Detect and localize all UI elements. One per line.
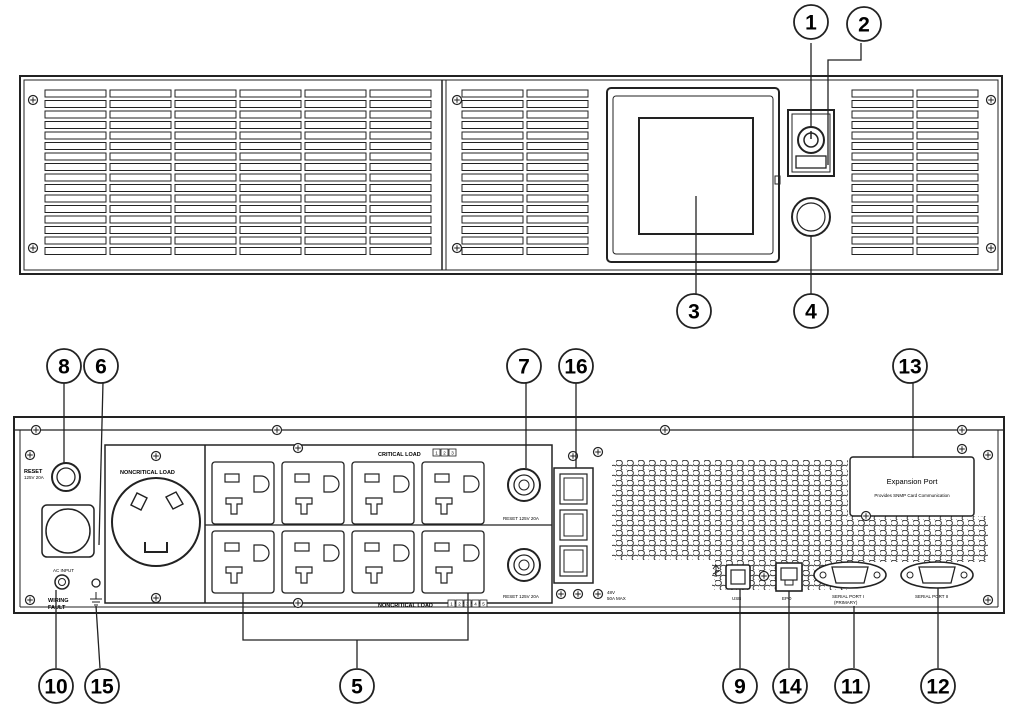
outlet-number-box [432, 448, 441, 457]
callout-11-circle [834, 668, 870, 704]
expansion-port: Expansion Port Provides SNMP Card Commun… [849, 456, 975, 517]
front-vent-left [44, 89, 432, 255]
outlet-critical-4 [421, 461, 485, 525]
callout-6-circle [83, 348, 119, 384]
callout-3-circle [676, 293, 712, 329]
rear-panel: RESET 125V 20A AC INPUT WIRING FAULT NON… [13, 416, 1005, 614]
callout-2-circle [846, 6, 882, 42]
dc-voltage-label: 48V [607, 590, 615, 595]
reset-left-rating: 125V 20A [24, 475, 44, 480]
outlet-number-box [447, 599, 456, 608]
front-panel [19, 75, 1003, 275]
callout-5: 5 [351, 676, 363, 699]
wiring-label: WIRING [48, 598, 68, 604]
power-button[interactable] [797, 126, 825, 154]
wiring-fault-led [54, 574, 70, 590]
serial-port-1-label: SERIAL PORT I [832, 594, 864, 599]
outlet-number: 3 [451, 451, 454, 456]
outlet-number-box [440, 448, 449, 457]
callout-12: 12 [926, 676, 949, 699]
usb-label: USB [732, 596, 741, 601]
callout-15-circle [84, 668, 120, 704]
outlet-critical-3 [351, 461, 415, 525]
callout-4: 4 [805, 301, 817, 324]
epo-label: EPO [782, 596, 792, 601]
outlet-noncritical-2 [281, 530, 345, 594]
callout-13-circle [892, 348, 928, 384]
input-breaker[interactable] [51, 462, 81, 492]
callout-1-circle [793, 4, 829, 40]
usb-icon [712, 564, 720, 577]
callout-13: 13 [898, 356, 921, 379]
expansion-port-sub: Provides SNMP Card Communication [874, 493, 950, 498]
callout-14-circle [772, 668, 808, 704]
outlet-number-box [471, 599, 480, 608]
leader-lines [55, 43, 939, 669]
reset-breaker-top-label: RESET 125V 20A [503, 516, 539, 521]
battery-connector [553, 467, 594, 584]
callout-14: 14 [778, 676, 802, 699]
ground-screw [91, 578, 101, 588]
callout-1: 1 [805, 12, 817, 35]
callout-3: 3 [688, 301, 700, 324]
outlet-breaker-bottom[interactable] [507, 548, 541, 582]
outlet-number: 2 [443, 451, 446, 456]
callout-10: 10 [44, 676, 67, 699]
callout-7: 7 [518, 356, 530, 379]
callout-9: 9 [734, 676, 746, 699]
callout-6: 6 [95, 356, 107, 379]
outlet-number-box [448, 448, 457, 457]
callout-16-circle [558, 348, 594, 384]
epo-port [775, 562, 803, 592]
outlet-number: 4 [474, 602, 477, 607]
fault-label: FAULT [48, 605, 66, 611]
ac-input-label: AC INPUT [53, 568, 74, 573]
callout-5-circle [339, 668, 375, 704]
outlet-number: 1 [435, 451, 438, 456]
serial-port-primary [813, 561, 887, 589]
callout-10-circle [38, 668, 74, 704]
dc-current-label: 50A MAX [607, 596, 626, 601]
callout-7-circle [506, 348, 542, 384]
reset-left-label: RESET [24, 469, 43, 475]
outlet-number: 2 [458, 602, 461, 607]
twist-lock-outlet [111, 477, 201, 567]
outlet-number-box [455, 599, 464, 608]
display-button[interactable] [791, 197, 831, 237]
callout-8: 8 [58, 356, 70, 379]
callout-8-circle [46, 348, 82, 384]
usb-port [725, 564, 751, 590]
outlet-critical-1 [211, 461, 275, 525]
expansion-port-title: Expansion Port [887, 477, 939, 486]
callout-4-circle [793, 293, 829, 329]
callout-15: 15 [90, 676, 114, 699]
outlet-number: 1 [450, 602, 453, 607]
outlet-number-box [479, 599, 488, 608]
critical-load-label: CRITICAL LOAD [378, 452, 421, 458]
outlet-breaker-top[interactable] [507, 468, 541, 502]
serial-port-2-label: SERIAL PORT II [915, 594, 948, 599]
serial-port-1-sub: (PRIMARY) [834, 600, 858, 605]
callout-12-circle [920, 668, 956, 704]
callout-2: 2 [858, 14, 870, 37]
callout-16: 16 [564, 356, 587, 379]
callout-11: 11 [841, 676, 864, 699]
outlet-critical-2 [281, 461, 345, 525]
outlet-noncritical-3 [351, 530, 415, 594]
serial-port-secondary [900, 561, 974, 589]
outlet-number: 5 [482, 602, 485, 607]
outlet-noncritical-1 [211, 530, 275, 594]
callout-9-circle [722, 668, 758, 704]
noncritical-load-label: NONCRITICAL LOAD [120, 470, 175, 476]
front-vent-right [851, 89, 979, 255]
noncritical-load-bottom-label: NONCRITICAL LOAD [378, 603, 433, 609]
outlet-noncritical-4 [421, 530, 485, 594]
front-vent-mid [461, 89, 589, 255]
ground-icon [90, 592, 102, 606]
reset-breaker-bottom-label: RESET 125V 20A [503, 594, 539, 599]
